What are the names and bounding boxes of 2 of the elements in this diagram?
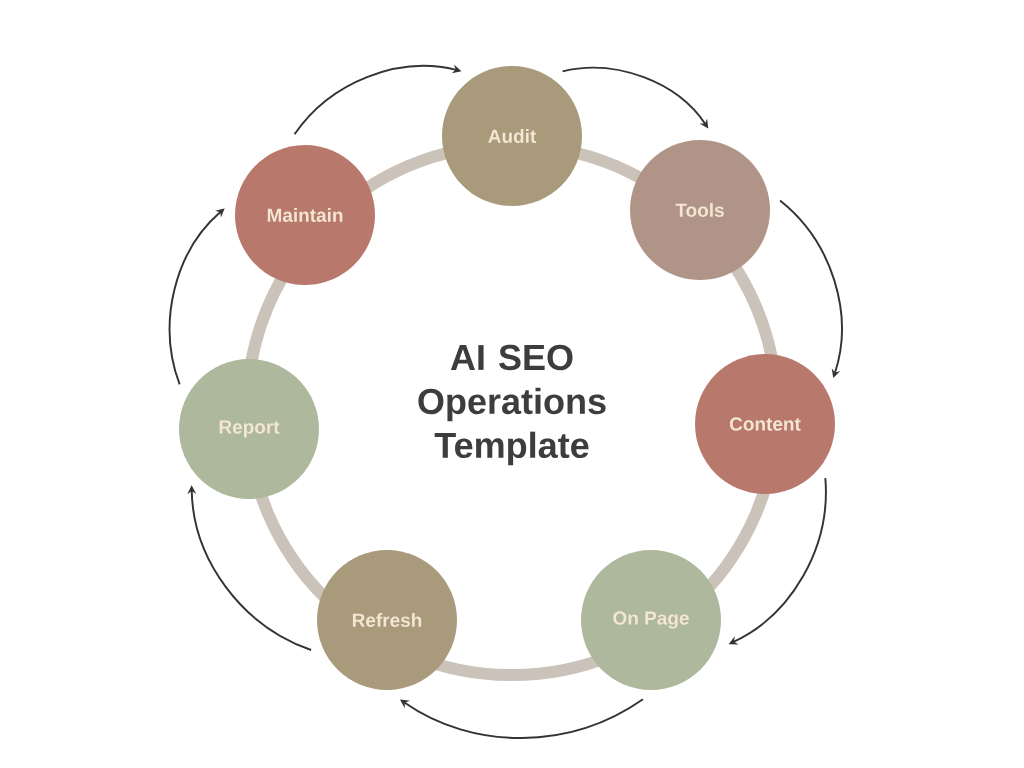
- arrow: [168, 208, 225, 386]
- title: AI SEO Operations Template: [418, 344, 606, 466]
